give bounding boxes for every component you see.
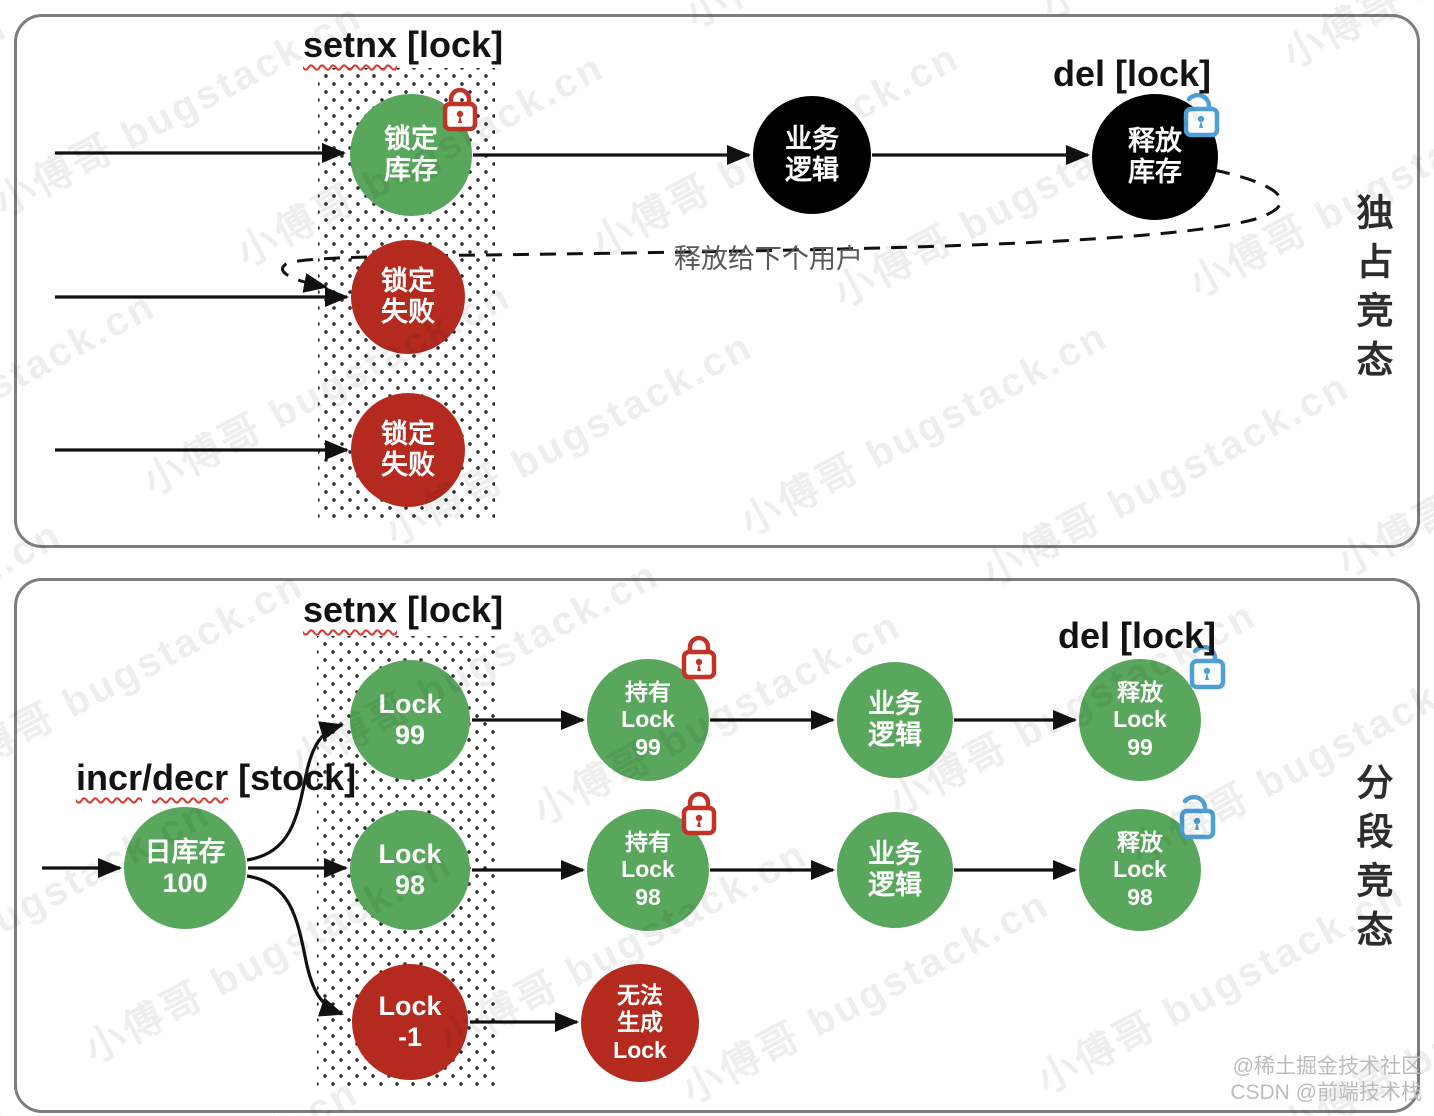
incr-word: incr (76, 757, 143, 798)
setnx-rest: [lock] (397, 24, 504, 65)
release-next-user-label: 释放给下个用户 (674, 244, 863, 274)
node-release-lock-99: 释放 Lock 99 (1079, 659, 1201, 781)
open-padlock-icon (1183, 92, 1220, 138)
del-lock-title-top: del [lock] (1053, 53, 1212, 94)
closed-padlock-icon (681, 635, 717, 680)
attribution-line2: CSDN @前端技术栈 (1230, 1080, 1422, 1104)
slash: / (142, 757, 153, 798)
attribution-line1: @稀土掘金技术社区 (1232, 1055, 1422, 1078)
setnx-word: setnx (303, 24, 398, 65)
node-hold-lock-99: 持有 Lock 99 (587, 659, 709, 781)
node-lock-fail-2: 锁定 失败 (351, 393, 465, 507)
stock-rest: [stock] (228, 757, 357, 798)
node-business-logic-1: 业务 逻辑 (837, 662, 953, 778)
side-label-segmented-race: 分段竞态 (1351, 763, 1392, 959)
del-lock-title-bottom: del [lock] (1058, 615, 1217, 656)
node-lock-99: Lock 99 (350, 660, 470, 780)
attribution: @稀土掘金技术社区 CSDN @前端技术栈 (1230, 1054, 1422, 1105)
open-padlock-icon (1179, 794, 1216, 840)
setnx-word: setnx (303, 589, 398, 630)
setnx-lock-title-top: setnx [lock] (303, 24, 503, 66)
node-lock-98: Lock 98 (350, 810, 470, 930)
node-lock-fail-1: 锁定 失败 (351, 240, 465, 354)
closed-padlock-icon (442, 87, 478, 132)
node-business-logic: 业务 逻辑 (753, 96, 871, 214)
closed-padlock-icon (681, 791, 717, 836)
node-business-logic-2: 业务 逻辑 (837, 812, 953, 928)
decr-word: decr (152, 757, 229, 798)
incr-decr-stock-title: incr/decr [stock] (76, 757, 356, 799)
node-daily-stock: 日库存 100 (124, 807, 246, 929)
node-cannot-create-lock: 无法 生成 Lock (581, 964, 699, 1082)
setnx-lock-title-bottom: setnx [lock] (303, 589, 503, 631)
node-lock-minus1: Lock -1 (352, 964, 468, 1080)
open-padlock-icon (1189, 644, 1226, 690)
setnx-rest: [lock] (397, 589, 504, 630)
side-label-exclusive-race: 独占竞态 (1351, 193, 1392, 389)
